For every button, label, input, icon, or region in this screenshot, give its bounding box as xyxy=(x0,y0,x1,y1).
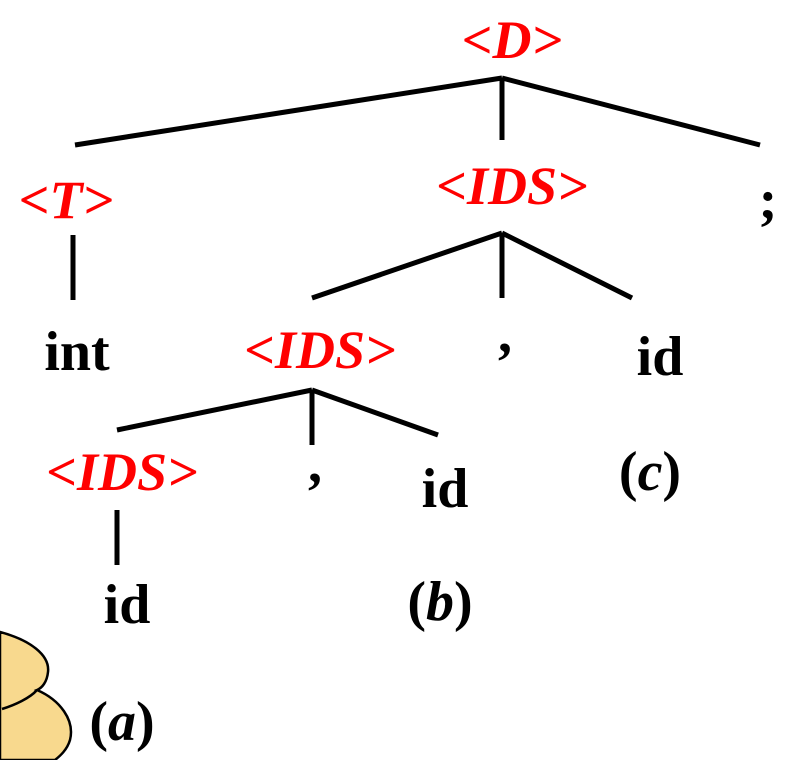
leaf-id-top: id xyxy=(637,326,684,388)
edge-ids-id xyxy=(500,230,634,301)
leaf-int: int xyxy=(44,321,110,383)
tree-edges xyxy=(70,75,761,565)
node-t: <T> xyxy=(19,170,114,230)
leaf-comma-mid: , xyxy=(308,433,322,495)
label-b: (b) xyxy=(407,571,472,633)
node-ids-top: <IDS> xyxy=(436,156,588,216)
leaf-id-mid: id xyxy=(422,458,469,520)
edge-ids2-ids3 xyxy=(116,387,313,433)
leaf-id-low: id xyxy=(104,574,151,636)
label-c: (c) xyxy=(619,441,681,503)
label-a: (a) xyxy=(89,691,154,753)
edge-ids2-id xyxy=(311,387,439,438)
edge-ids-ids xyxy=(311,230,503,301)
edge-d-semicolon xyxy=(501,75,761,148)
node-d: <D> xyxy=(462,10,563,70)
edge-d-t xyxy=(74,75,503,148)
leaf-comma-top: , xyxy=(498,303,512,365)
blob-shape xyxy=(0,630,73,760)
leaf-semicolon: ; xyxy=(759,169,778,231)
node-ids-low: <IDS> xyxy=(46,442,198,502)
node-ids-mid: <IDS> xyxy=(244,320,396,380)
